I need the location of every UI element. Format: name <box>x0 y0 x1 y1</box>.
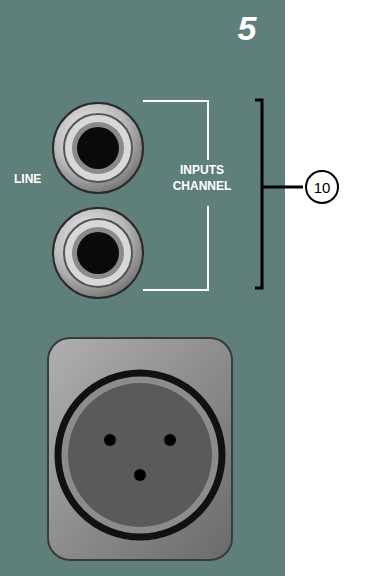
xlr-socket <box>48 338 232 560</box>
callout-bracket <box>255 100 303 288</box>
callout-number: 10 <box>314 179 331 196</box>
jack-group-label: INPUTS CHANNEL <box>152 163 252 194</box>
channel-number: 5 <box>222 6 272 50</box>
panel-print-lines <box>143 101 208 290</box>
jack-label: LINE <box>14 172 64 188</box>
insert-jack <box>53 208 143 298</box>
line-jack <box>53 103 143 193</box>
callout-circle: 10 <box>305 170 339 204</box>
